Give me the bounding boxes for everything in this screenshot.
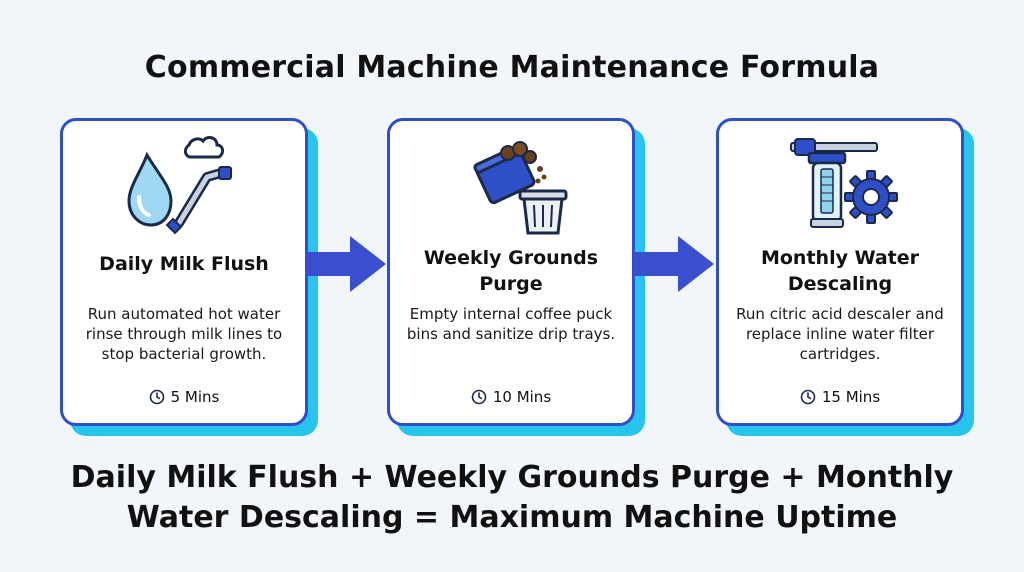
arrow-right-icon (306, 236, 386, 292)
card-monthly-water-descaling: Monthly Water Descaling Run citric acid … (716, 118, 974, 436)
card-body: Daily Milk Flush Run automated hot water… (60, 118, 308, 426)
card-duration: 15 Mins (719, 388, 961, 406)
formula-line-1: Daily Milk Flush + Weekly Grounds Purge … (70, 460, 954, 495)
duration-label: 15 Mins (821, 388, 881, 406)
card-duration: 10 Mins (390, 388, 632, 406)
card-body: Weekly Grounds Purge Empty internal coff… (387, 118, 635, 426)
arrow-right-icon (634, 236, 714, 292)
clock-icon (471, 389, 487, 405)
grounds-bin-icon (473, 141, 568, 235)
water-filter-gear-icon (790, 138, 898, 228)
card-body: Monthly Water Descaling Run citric acid … (716, 118, 964, 426)
clock-icon (149, 389, 164, 405)
card-description: Run automated hot water rinse through mi… (85, 305, 283, 363)
formula-summary: Daily Milk Flush + Weekly Grounds Purge … (0, 458, 1024, 538)
card-weekly-grounds-purge: Weekly Grounds Purge Empty internal coff… (387, 118, 645, 436)
card-description: Empty internal coffee puck bins and sani… (406, 305, 616, 343)
card-title: Daily Milk Flush (99, 253, 269, 275)
card-title: Monthly Water Descaling (760, 247, 920, 295)
milk-steam-wand-icon (127, 136, 232, 235)
card-duration: 5 Mins (63, 388, 305, 406)
duration-label: 10 Mins (492, 388, 552, 406)
card-daily-milk-flush: Daily Milk Flush Run automated hot water… (60, 118, 318, 436)
card-title: Weekly Grounds Purge (423, 247, 599, 295)
formula-line-2: Water Descaling = Maximum Machine Uptime (126, 500, 898, 535)
clock-icon (800, 389, 816, 405)
duration-label: 5 Mins (170, 388, 220, 406)
card-description: Run citric acid descaler and replace inl… (736, 305, 944, 363)
page-title: Commercial Machine Maintenance Formula (144, 50, 880, 85)
